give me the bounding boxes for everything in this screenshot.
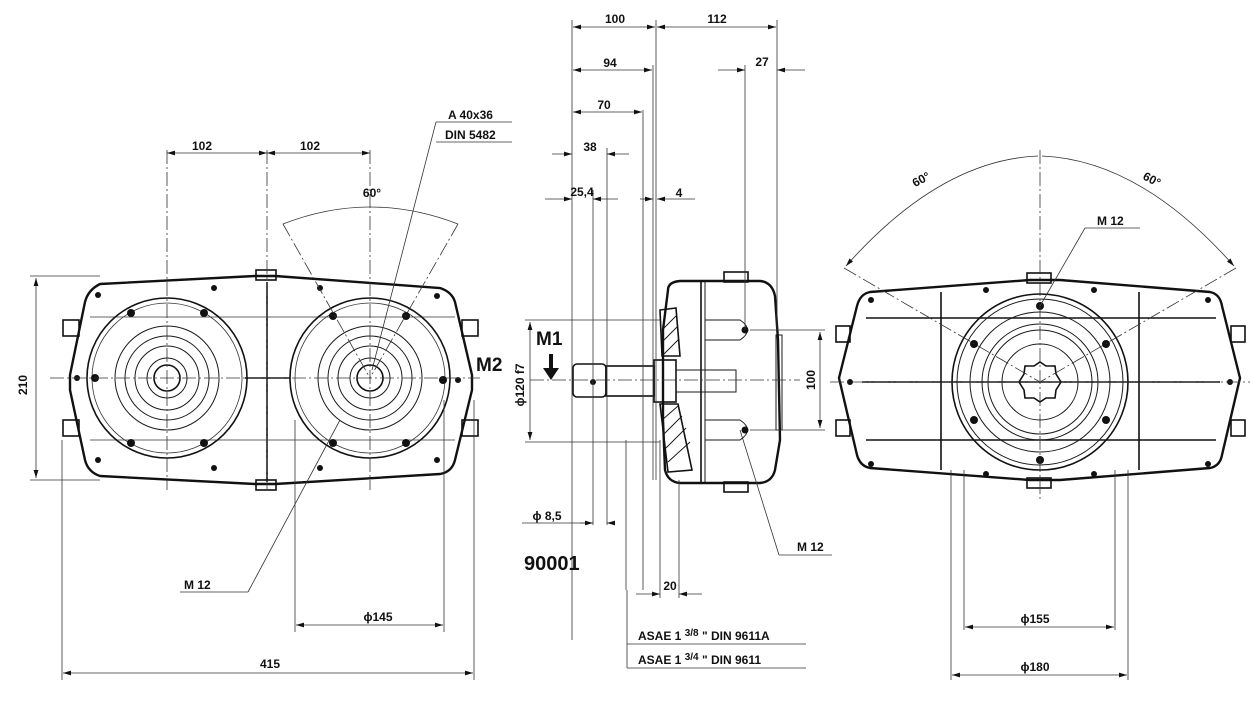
callout-m12-side: M 12: [797, 540, 824, 554]
rear-lug: [1026, 477, 1052, 489]
front-lug: [255, 269, 277, 281]
callout-din-5482: DIN 5482: [445, 128, 496, 142]
dim-100-vertical: 100: [804, 370, 818, 390]
dim-phi-120-f7: ϕ120 f7: [513, 363, 527, 406]
front-lug: [461, 319, 479, 337]
front-lug: [62, 319, 80, 337]
dim-415: 415: [260, 657, 280, 671]
drawing-code: 90001: [524, 553, 580, 575]
dim-38: 38: [583, 140, 597, 154]
front-angle-arc: [282, 206, 459, 225]
dim-25-4: 25,4: [570, 185, 594, 199]
callout-m12-front: M 12: [184, 578, 211, 592]
dim-94: 94: [603, 56, 617, 70]
callout-a-40x36: A 40x36: [448, 108, 493, 122]
front-view: 102 102 60° 210 415 ϕ145 A 40x36 DIN 548…: [16, 108, 512, 680]
dim-20: 20: [663, 579, 677, 593]
front-lug: [255, 479, 277, 491]
rear-housing-outline: [837, 278, 1242, 482]
rear-view: 60° 60° M 12 ϕ155 ϕ180: [830, 150, 1250, 680]
dim-4: 4: [676, 186, 683, 200]
dim-angle-60: 60°: [363, 186, 381, 200]
input-shaft-tip: [572, 363, 607, 398]
front-lug: [62, 419, 80, 437]
front-housing-outline: [68, 274, 474, 486]
side-view: 100 112 94 27 70 38 25,4 4 ϕ120 f7 100 ϕ…: [513, 12, 832, 669]
dim-phi-180: ϕ180: [1020, 660, 1049, 674]
callout-asae-option-a: ASAE 1 3/8 " DIN 9611A: [638, 625, 770, 643]
side-housing-outline: [661, 279, 782, 485]
front-lug: [461, 419, 479, 437]
dim-70: 70: [597, 98, 611, 112]
input-shaft-body: [605, 365, 655, 397]
rear-lug: [835, 325, 851, 343]
dim-phi-8-5: ϕ 8,5: [532, 509, 561, 523]
label-m2: M2: [476, 355, 502, 376]
dim-angle-60-left: 60°: [910, 169, 933, 190]
dim-102-left: 102: [192, 139, 212, 153]
dim-angle-60-right: 60°: [1141, 169, 1164, 190]
callout-asae-option-b: ASAE 1 3/4 " DIN 9611: [638, 649, 761, 667]
rear-lug: [1230, 419, 1246, 437]
arrow-down-icon: [543, 354, 559, 380]
side-lug: [723, 271, 749, 283]
dim-27: 27: [755, 55, 769, 69]
shaft-collar: [653, 359, 677, 403]
side-section-hatch: [659, 307, 693, 473]
dim-102-right: 102: [300, 139, 320, 153]
rear-lug: [835, 419, 851, 437]
rear-lug: [1026, 272, 1052, 284]
dim-210: 210: [16, 375, 30, 395]
rear-lug: [1230, 325, 1246, 343]
dim-100: 100: [605, 12, 625, 26]
label-m1: M1: [536, 329, 563, 350]
dim-phi-145: ϕ145: [363, 610, 392, 624]
side-lug: [723, 481, 749, 493]
callout-m12-rear: M 12: [1097, 214, 1124, 228]
rear-angle-arc-left: [845, 155, 1039, 267]
dim-phi-155: ϕ155: [1020, 612, 1049, 626]
dim-112: 112: [707, 12, 727, 26]
front-bolt-holes: [74, 285, 461, 471]
rear-angle-arc-right: [1041, 155, 1235, 267]
